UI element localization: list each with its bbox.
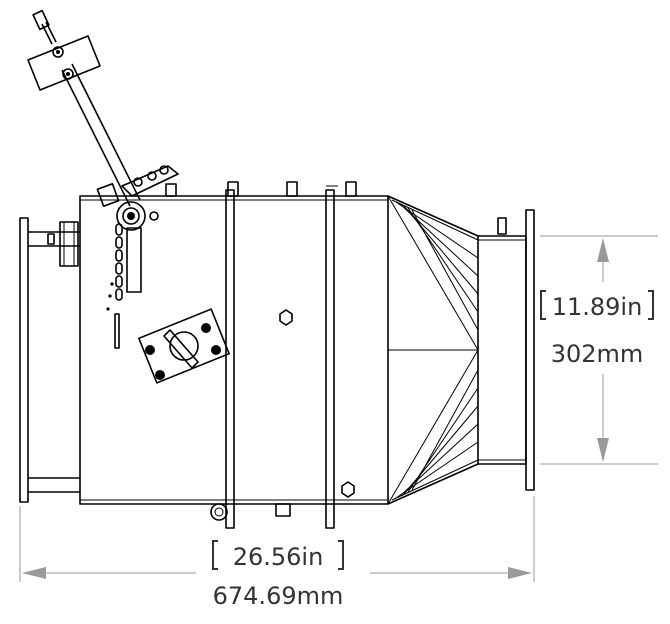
height-dimension: 11.89in 302mm (540, 235, 658, 465)
left-flange (19, 217, 80, 503)
width-metric-label: 674.69mm (213, 582, 344, 610)
transition-cone (387, 195, 479, 505)
latch-plate (138, 308, 230, 384)
chain (115, 223, 123, 301)
lever-arm (27, 9, 179, 293)
width-imperial-label: 26.56in (233, 543, 324, 571)
height-metric-label: 302mm (551, 340, 644, 368)
height-imperial-label: 11.89in (552, 293, 643, 321)
right-flange (477, 209, 535, 491)
width-dimension: 26.56in 674.69mm (19, 496, 535, 610)
